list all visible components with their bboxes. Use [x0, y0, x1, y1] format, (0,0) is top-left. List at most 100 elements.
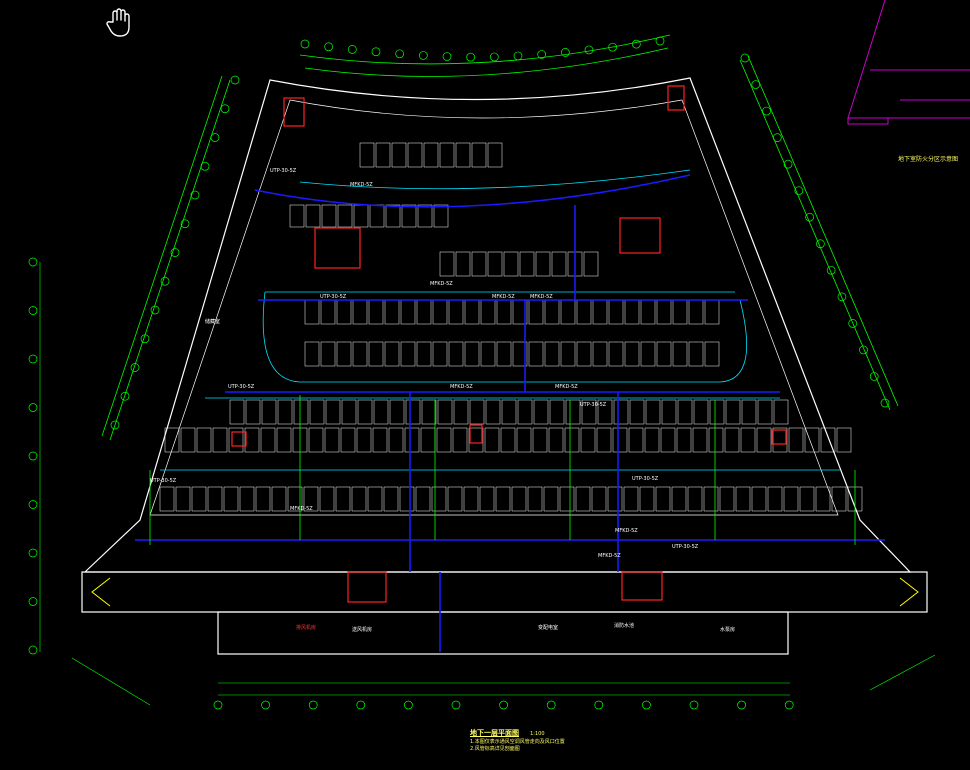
grid-bubble [308, 700, 318, 710]
parking-stall [229, 399, 245, 425]
parking-stall [496, 341, 512, 367]
right-grid-axis [739, 55, 899, 411]
parking-stall [320, 299, 336, 325]
room-label: 排风机房 [296, 625, 317, 631]
parking-stall [452, 427, 468, 453]
parking-stall [656, 299, 672, 325]
grid-bubble [655, 36, 665, 46]
parking-stall [421, 399, 437, 425]
parking-stall [207, 486, 223, 512]
parking-stall [591, 486, 607, 512]
bottom-grid-axis [218, 682, 790, 696]
grid-bubble [324, 42, 334, 52]
parking-stall [337, 204, 353, 228]
parking-stall [373, 399, 389, 425]
parking-stall [559, 486, 575, 512]
parking-stall [704, 341, 720, 367]
grid-bubble [150, 305, 160, 315]
parking-stall [676, 427, 692, 453]
parking-stall [708, 427, 724, 453]
grid-bubble [848, 319, 858, 328]
duct-tag: MFKD-5Z [530, 294, 553, 300]
parking-stall [485, 399, 501, 425]
parking-stall [368, 299, 384, 325]
grid-bubble [300, 39, 310, 49]
parking-stall [687, 486, 703, 512]
parking-stall [836, 427, 852, 453]
drawing-note: 2.风管标高详见剖面图 [470, 746, 520, 752]
parking-stall [672, 299, 688, 325]
grid-bubble [546, 700, 556, 710]
grid-bubble [837, 292, 847, 302]
grid-bubble [442, 52, 452, 61]
grid-bubble [513, 51, 523, 61]
parking-stall [372, 427, 388, 453]
parking-stall [399, 486, 415, 512]
parking-stall [624, 341, 640, 367]
parking-stall [400, 299, 416, 325]
parking-stall [655, 486, 671, 512]
parking-stall [592, 299, 608, 325]
grid-bubble [537, 50, 547, 59]
parking-stall [464, 299, 480, 325]
grid-bubble [642, 700, 651, 710]
hand-icon[interactable] [106, 8, 134, 38]
parking-stall [501, 399, 517, 425]
parking-stall [672, 341, 688, 367]
parking-stall [367, 486, 383, 512]
corner-dims [71, 654, 936, 706]
room-label: 消防水池 [614, 623, 635, 629]
parking-stall [416, 299, 432, 325]
parking-stall [448, 341, 464, 367]
grid-bubble [140, 334, 150, 344]
drawing-note: 1.本图仅表示通风空调风管走向及风口位置 [470, 739, 565, 745]
parking-stall [613, 399, 629, 425]
parking-stall [175, 486, 191, 512]
parking-stall [512, 341, 528, 367]
parking-stall [767, 486, 783, 512]
parking-stall [528, 341, 544, 367]
parking-stall [503, 251, 519, 277]
parking-stall [464, 341, 480, 367]
parking-stall [368, 341, 384, 367]
parking-stall [439, 251, 455, 277]
parking-stall [516, 427, 532, 453]
parking-stall [772, 427, 788, 453]
parking-stall [773, 399, 789, 425]
duct-tag: UTP-30-5Z [580, 402, 607, 408]
parking-stall [688, 299, 704, 325]
room-label: 储藏室 [205, 319, 221, 325]
grid-bubble [784, 700, 794, 710]
duct-tag: MFKD-5Z [598, 553, 621, 559]
parking-stall [532, 427, 548, 453]
parking-stall [719, 486, 735, 512]
parking-stall [623, 486, 639, 512]
parking-stall [469, 399, 485, 425]
parking-stall [260, 427, 276, 453]
grid-bubble [869, 372, 879, 381]
grid-bubble [220, 104, 230, 114]
grid-bubble [466, 52, 476, 62]
parking-stall [356, 427, 372, 453]
parking-stall [303, 486, 319, 512]
parking-stall [341, 399, 357, 425]
parking-stall [535, 251, 551, 277]
parking-stall [321, 204, 337, 228]
parking-stall [533, 399, 549, 425]
parking-stall [385, 204, 401, 228]
duct-tag: MFKD-5Z [430, 281, 453, 287]
parking-stall [471, 251, 487, 277]
left-grid-bubbles [110, 75, 240, 430]
grid-bubble [356, 700, 366, 710]
parking-stall [352, 341, 368, 367]
parking-stall [276, 427, 292, 453]
grid-bubble [880, 398, 890, 408]
grid-bubble [213, 700, 223, 710]
parking-stall [551, 251, 567, 277]
parking-stall [244, 427, 260, 453]
duct-tag: UTP-30-5Z [320, 294, 347, 300]
parking-stall [496, 299, 512, 325]
parking-stall [196, 427, 212, 453]
parking-stall [671, 486, 687, 512]
